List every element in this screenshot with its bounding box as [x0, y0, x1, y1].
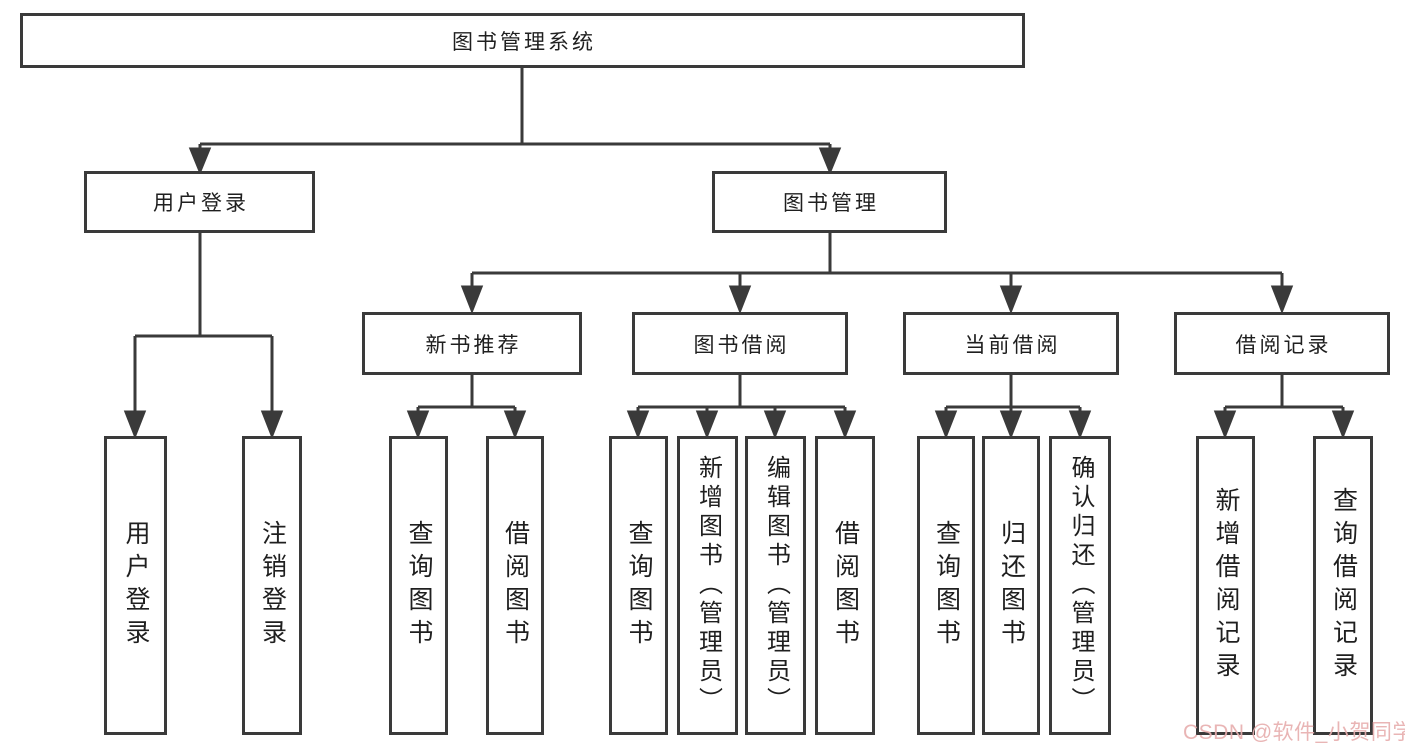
- leaf-query-books-recommend: 查询图书: [389, 436, 448, 735]
- leaf-borrow-books: 借阅图书: [815, 436, 875, 735]
- connector-current-borrow-to-leaves: [934, 375, 1092, 440]
- arrowhead: [818, 147, 842, 175]
- connector-borrow-records-to-leaves: [1213, 375, 1355, 440]
- arrowhead: [695, 410, 719, 440]
- arrowhead: [763, 410, 787, 440]
- node-book-borrow: 图书借阅: [632, 312, 848, 375]
- leaf-label: 新增图书（管理员）: [694, 455, 722, 716]
- node-new-book-recommend: 新书推荐: [362, 312, 582, 375]
- leaf-label: 借阅图书: [831, 519, 860, 652]
- arrowhead: [1068, 410, 1092, 440]
- arrowhead: [1270, 285, 1294, 315]
- leaf-label: 编辑图书（管理员）: [762, 455, 790, 716]
- leaf-confirm-return-admin: 确认归还（管理员）: [1049, 436, 1111, 735]
- node-label: 新书推荐: [425, 333, 522, 357]
- leaf-label: 借阅图书: [501, 519, 530, 652]
- connector-book-borrow-to-leaves: [626, 375, 857, 440]
- leaf-label: 确认归还（管理员）: [1067, 455, 1094, 716]
- arrowhead: [460, 285, 484, 315]
- leaf-query-borrow-record: 查询借阅记录: [1313, 436, 1373, 735]
- leaf-add-books-admin: 新增图书（管理员）: [677, 436, 738, 735]
- node-book-management: 图书管理: [712, 171, 947, 233]
- leaf-label: 归还图书: [997, 519, 1026, 652]
- arrowhead: [503, 410, 527, 440]
- leaf-edit-books-admin: 编辑图书（管理员）: [745, 436, 806, 735]
- connector-book-management-to-level3: [460, 233, 1294, 315]
- leaf-label: 用户登录: [122, 519, 150, 652]
- arrowhead: [123, 410, 147, 440]
- leaf-query-books-borrow: 查询图书: [609, 436, 668, 735]
- node-library-management-system: 图书管理系统: [20, 13, 1025, 68]
- node-user-login: 用户登录: [84, 171, 315, 233]
- arrowhead: [188, 147, 212, 175]
- node-label: 当前借阅: [964, 333, 1061, 357]
- leaf-query-books-current: 查询图书: [917, 436, 975, 735]
- leaf-add-borrow-record: 新增借阅记录: [1196, 436, 1255, 735]
- leaf-label: 查询图书: [625, 519, 653, 652]
- leaf-label: 新增借阅记录: [1212, 486, 1240, 685]
- arrowhead: [1213, 410, 1237, 440]
- node-borrow-records: 借阅记录: [1174, 312, 1390, 375]
- leaf-user-login: 用户登录: [104, 436, 167, 735]
- leaf-return-books: 归还图书: [982, 436, 1040, 735]
- connector-user-login-to-leaves: [123, 233, 284, 440]
- node-label: 图书借阅: [693, 333, 790, 357]
- connector-new-book-recommend-to-leaves: [406, 375, 527, 440]
- arrowhead: [406, 410, 430, 440]
- leaf-label: 查询借阅记录: [1329, 486, 1358, 685]
- leaf-label: 注销登录: [258, 519, 287, 652]
- node-label: 借阅记录: [1235, 333, 1332, 357]
- arrowhead: [728, 285, 752, 315]
- connector-root-to-level2: [188, 68, 842, 175]
- arrowhead: [999, 285, 1023, 315]
- csdn-watermark: CSDN @软件_小贺同学: [1183, 721, 1405, 744]
- arrowhead: [833, 410, 857, 440]
- arrowhead: [999, 410, 1023, 440]
- node-label: 图书管理: [783, 192, 879, 215]
- leaf-borrow-books-recommend: 借阅图书: [486, 436, 544, 735]
- arrowhead: [260, 410, 284, 440]
- node-label: 图书管理系统: [452, 30, 596, 54]
- node-label: 用户登录: [153, 192, 249, 215]
- arrowhead: [626, 410, 650, 440]
- leaf-label: 查询图书: [405, 519, 433, 652]
- arrowhead: [1331, 410, 1355, 440]
- arrowhead: [934, 410, 958, 440]
- leaf-label: 查询图书: [932, 519, 961, 652]
- leaf-logout-login: 注销登录: [242, 436, 302, 735]
- node-current-borrow: 当前借阅: [903, 312, 1119, 375]
